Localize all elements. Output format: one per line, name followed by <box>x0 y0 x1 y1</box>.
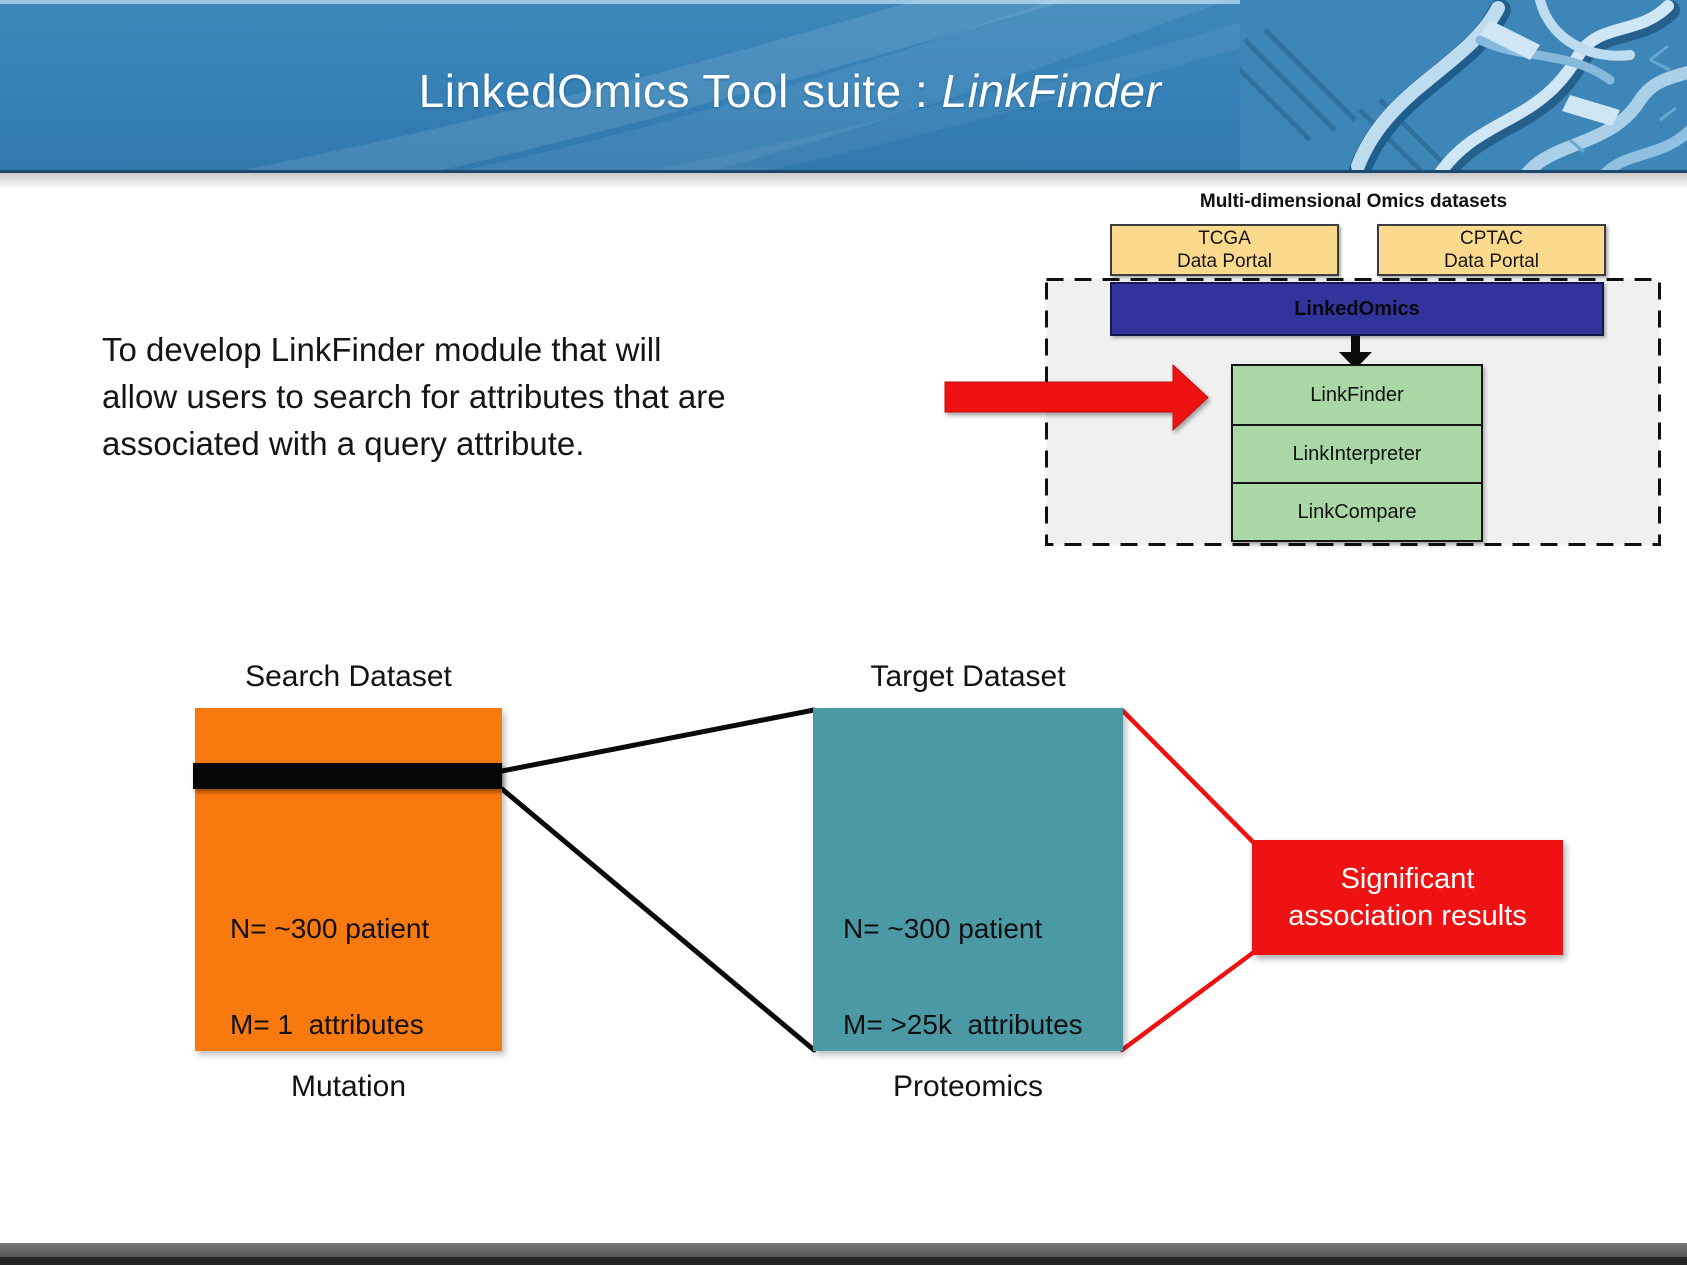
module-linkfinder: LinkFinder <box>1310 383 1404 406</box>
objective-line-3: associated with a query attribute. <box>102 425 585 462</box>
red-flow-arrow <box>944 363 1209 432</box>
objective-text: To develop LinkFinder module that will a… <box>102 326 902 467</box>
significant-results-box: Significant association results <box>1252 840 1563 955</box>
query-attribute-stripe <box>193 763 502 789</box>
search-dataset-caption: Mutation <box>290 1070 407 1103</box>
search-dataset-heading: Search Dataset <box>245 660 452 693</box>
slide-title-text: LinkedOmics Tool suite : <box>418 65 942 117</box>
module-linkcompare: LinkCompare <box>1233 482 1481 540</box>
search-stats-line1: N= ~300 patient <box>230 913 430 944</box>
target-dataset-caption: Proteomics <box>892 1070 1044 1103</box>
omics-datasets-heading: Multi-dimensional Omics datasets <box>1199 191 1508 212</box>
module-linkinterpreter: LinkInterpreter <box>1233 424 1481 482</box>
search-target-connectors <box>499 707 817 1053</box>
banner-bottom-line <box>0 170 1687 173</box>
result-line2: association results <box>1288 899 1527 932</box>
cptac-data-portal-box: CPTAC Data Portal <box>1377 224 1606 276</box>
banner-wave-decoration <box>245 0 1334 173</box>
slide-title-emphasis: LinkFinder <box>941 65 1162 117</box>
tcga-label-line2: Data Portal <box>1176 251 1273 272</box>
result-line1: Significant <box>1340 862 1475 895</box>
objective-line-1: To develop LinkFinder module that will <box>102 331 662 368</box>
linkedomics-platform-bar: LinkedOmics <box>1110 282 1604 336</box>
protein-structure-image <box>1240 0 1687 173</box>
tcga-label-line1: TCGA <box>1198 228 1251 249</box>
banner-top-line <box>0 0 1687 4</box>
cptac-label-line1: CPTAC <box>1460 228 1523 249</box>
target-result-connectors <box>1119 707 1257 1053</box>
tcga-data-portal-box: TCGA Data Portal <box>1110 224 1339 276</box>
search-stats-line2: M= 1 attributes <box>230 1009 424 1040</box>
target-dataset-box <box>813 708 1123 1051</box>
target-stats-line1: N= ~300 patient <box>843 913 1043 944</box>
objective-line-2: allow users to search for attributes tha… <box>102 378 726 415</box>
banner-drop-shadow <box>0 173 1687 189</box>
slide-title: LinkedOmics Tool suite : LinkFinder <box>0 64 1580 118</box>
target-dataset-heading: Target Dataset <box>870 660 1066 693</box>
target-dataset-stats: N= ~300 patient M= >25k attributes <box>843 849 1083 1105</box>
bottom-gray-bar <box>0 1243 1687 1257</box>
cptac-label-line2: Data Portal <box>1443 251 1540 272</box>
target-stats-line2: M= >25k attributes <box>843 1009 1083 1040</box>
title-banner: LinkedOmics Tool suite : LinkFinder <box>0 0 1687 173</box>
module-stack: LinkFinder LinkInterpreter LinkCompare <box>1231 364 1483 542</box>
search-dataset-stats: N= ~300 patient M= 1 attributes <box>230 849 429 1105</box>
bottom-dark-bar <box>0 1257 1687 1265</box>
